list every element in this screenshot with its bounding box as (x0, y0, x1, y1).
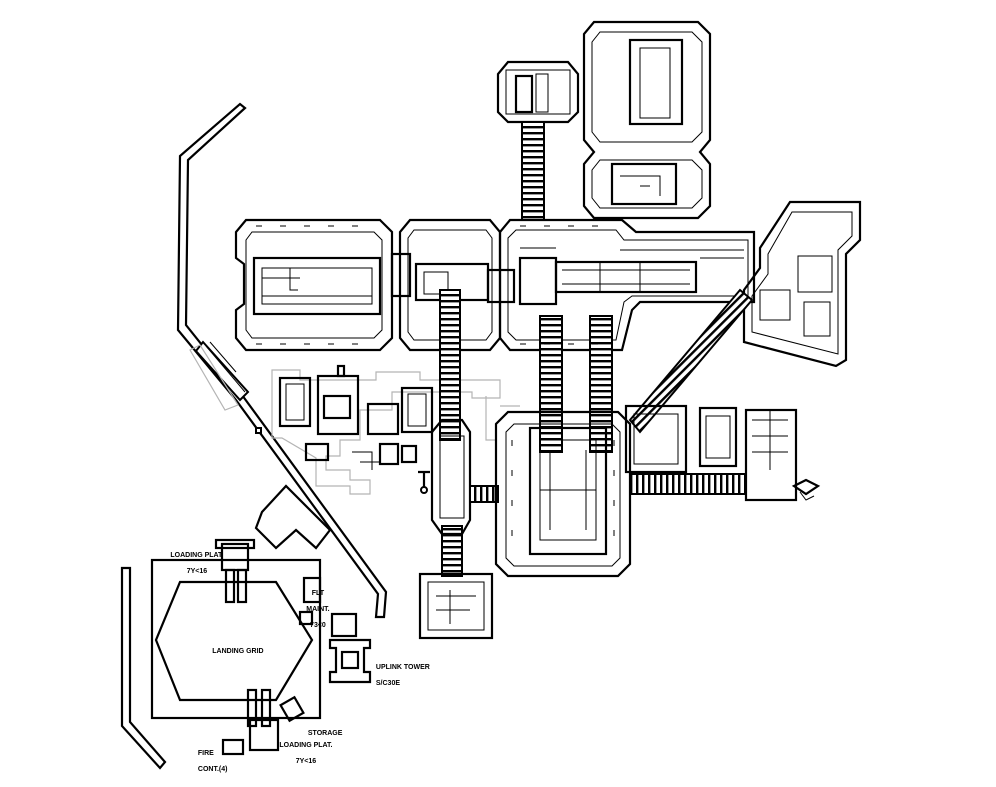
access-road (120, 102, 388, 770)
northeast-building (582, 20, 712, 220)
east-wing (628, 200, 862, 434)
uplink-tower-label: UPLINK TOWER S/C30E (372, 656, 430, 688)
loading-bot-line2: 7Y<16 (295, 758, 317, 765)
fire-control-label: FIRE CONT.(4) (194, 742, 228, 774)
fire-line1: FIRE (197, 750, 214, 757)
uplink-line2: S/C30E (375, 680, 401, 687)
loading-platform-top-label: LOADING PLAT. 7Y<16 (160, 544, 230, 576)
landing-grid-text: LANDING GRID (212, 648, 264, 655)
storage-text: STORAGE (307, 730, 343, 737)
landing-grid-label: LANDING GRID (196, 640, 276, 656)
landing-pad (150, 538, 322, 756)
flt-line1: FLT (311, 590, 325, 597)
southeast-hall (494, 404, 821, 578)
storage-label: STORAGE (304, 722, 343, 738)
loading-top-line1: LOADING PLAT. (170, 552, 224, 559)
wall-details (256, 225, 615, 536)
flt-line2: MAINT. (306, 606, 330, 613)
uplink-line1: UPLINK TOWER (375, 664, 430, 671)
angled-building (254, 484, 332, 550)
uplink-tower (328, 612, 372, 684)
main-corridor (234, 218, 756, 352)
loading-platform-bottom-label: LOADING PLAT. 7Y<16 (270, 734, 338, 766)
flight-maintenance-label: FLT MAINT. 73<0 (302, 582, 330, 630)
small-buildings (271, 364, 520, 495)
loading-top-line2: 7Y<16 (186, 568, 208, 575)
fire-line2: CONT.(4) (197, 766, 228, 773)
flt-line3: 73<0 (310, 622, 326, 629)
stair-shafts (439, 289, 613, 577)
north-tower (496, 60, 580, 221)
south-column (418, 418, 499, 640)
loading-bot-line1: LOADING PLAT. (279, 742, 333, 749)
